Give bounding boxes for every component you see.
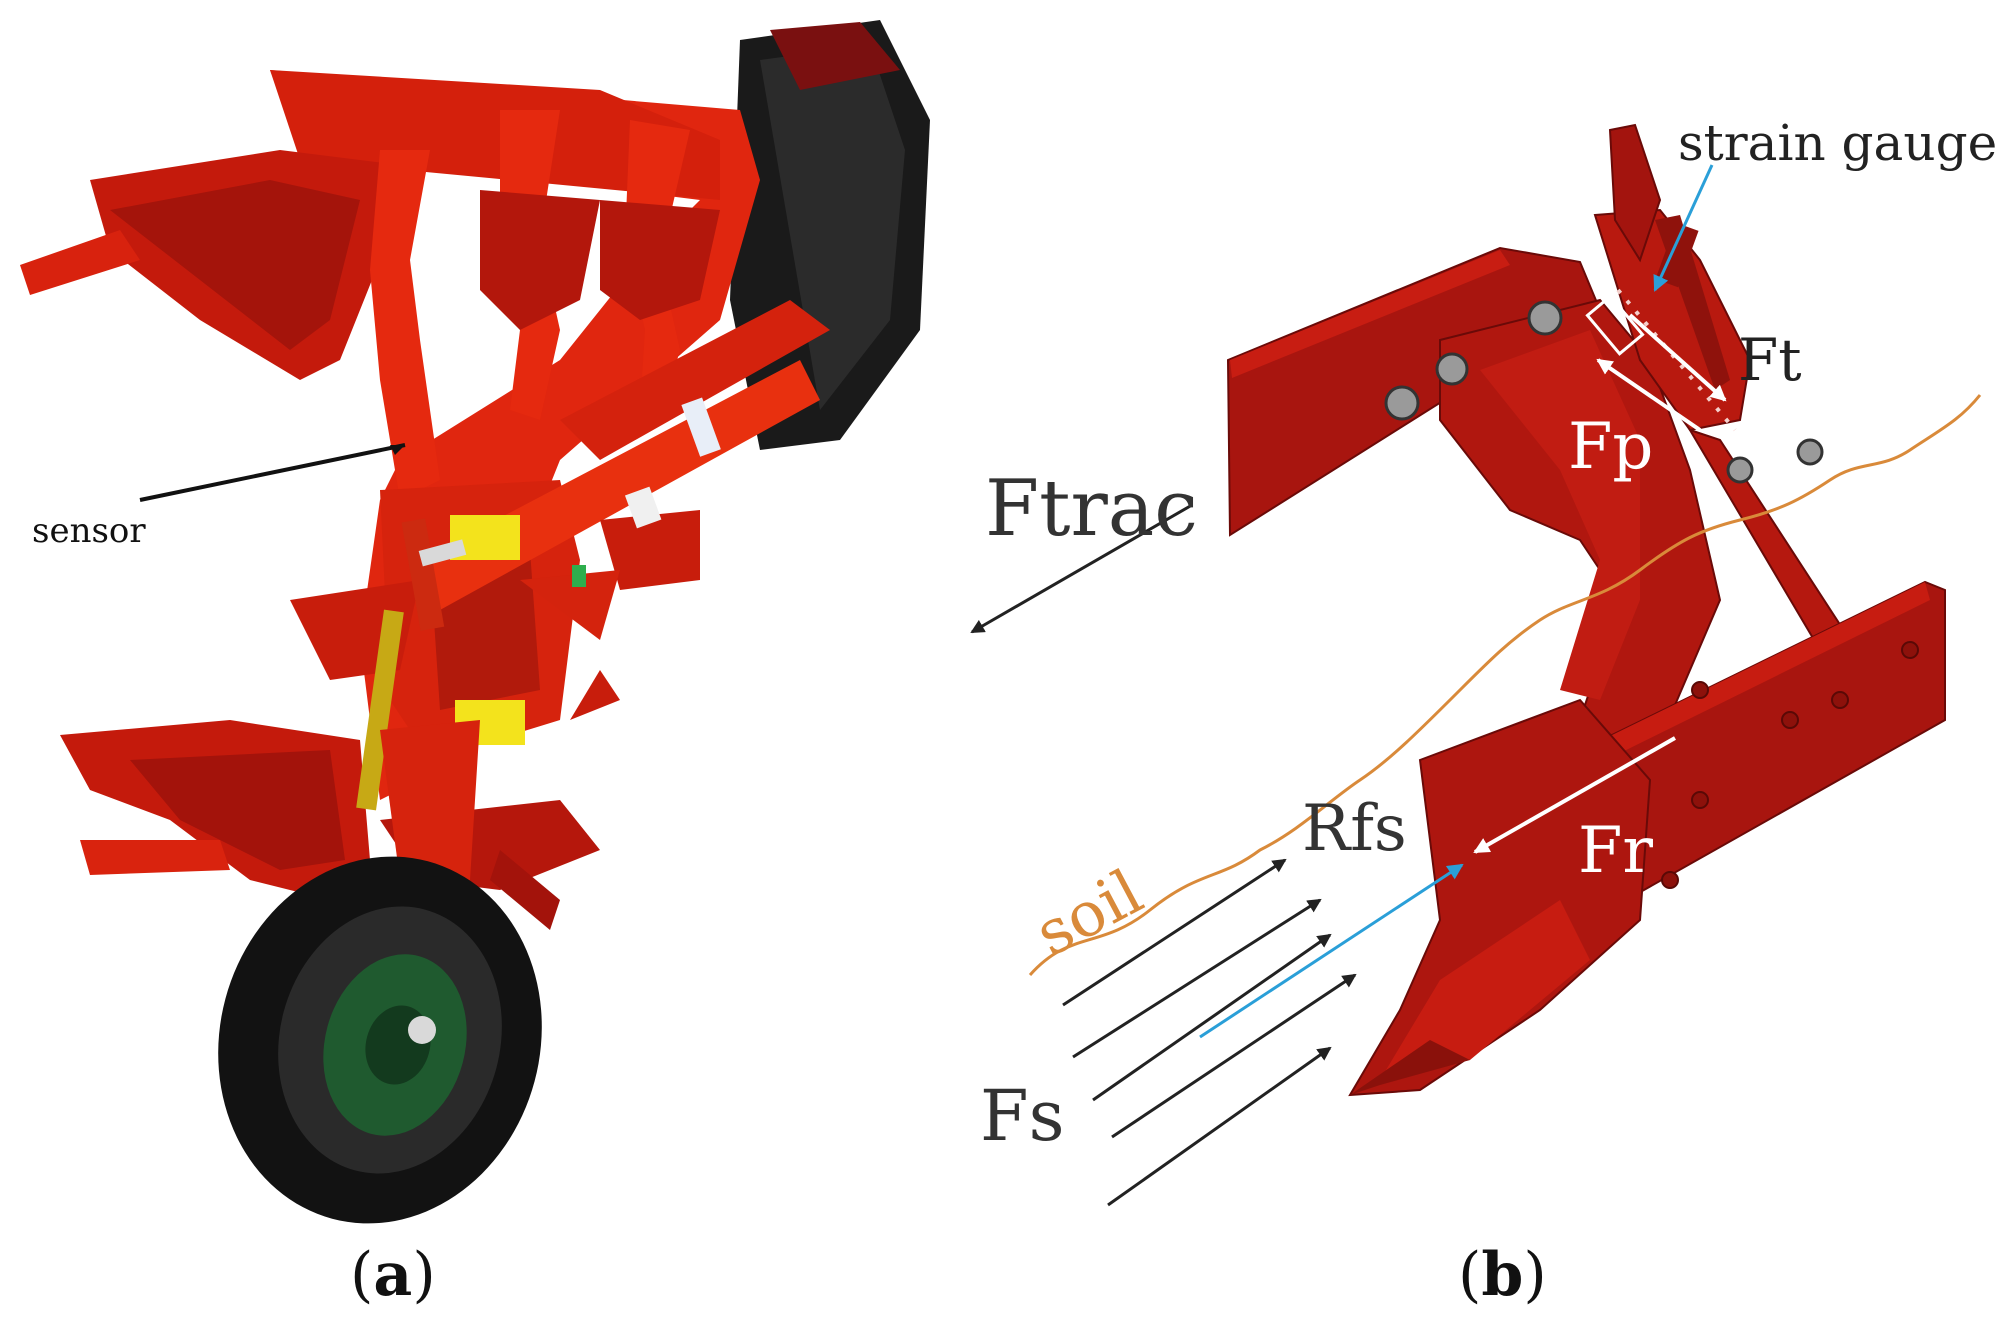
- fr-arrow: [1473, 736, 1676, 854]
- soil-label: soil: [1024, 855, 1154, 971]
- sensor-leader-line: [139, 443, 406, 502]
- caption-b-letter: b: [1481, 1240, 1524, 1310]
- panel-a-plough-illustration: [20, 20, 930, 1224]
- caption-a-letter: a: [373, 1240, 413, 1310]
- caption-b-open: (: [1458, 1240, 1482, 1310]
- rfs-arrow: [1199, 863, 1464, 1039]
- landside-bar: [20, 230, 140, 295]
- caption-a-open: (: [350, 1240, 374, 1310]
- fs-label: Fs: [980, 1075, 1065, 1157]
- caption-b-close: ): [1523, 1240, 1547, 1310]
- fp-arrow: [1596, 358, 1702, 432]
- strain-gauge-label: strain gauge: [1678, 114, 1997, 172]
- fs-arrows: [1062, 858, 1357, 1207]
- caption-a: (a): [350, 1240, 436, 1310]
- fr-label: Fr: [1578, 814, 1653, 888]
- fp-label: Fp: [1568, 410, 1653, 484]
- sensor-label: sensor: [32, 511, 146, 551]
- ftrac-label: Ftrac: [985, 464, 1198, 554]
- caption-b: (b): [1458, 1240, 1547, 1310]
- strain-gauge-pointer: [1653, 164, 1714, 292]
- bolt-icon: [1384, 300, 1824, 484]
- ft-arrow: [1628, 313, 1727, 402]
- ftrac-arrow: [970, 503, 1193, 634]
- panel-b-force-diagram: [970, 123, 1982, 1207]
- ft-label: Ft: [1738, 326, 1802, 394]
- plough-share: [1348, 698, 1652, 1097]
- soil-line: [1028, 394, 1982, 976]
- land-wheel-icon: [218, 856, 542, 1224]
- rfs-label: Rfs: [1302, 792, 1407, 866]
- caption-a-close: ): [412, 1240, 436, 1310]
- standard-1: [370, 150, 440, 500]
